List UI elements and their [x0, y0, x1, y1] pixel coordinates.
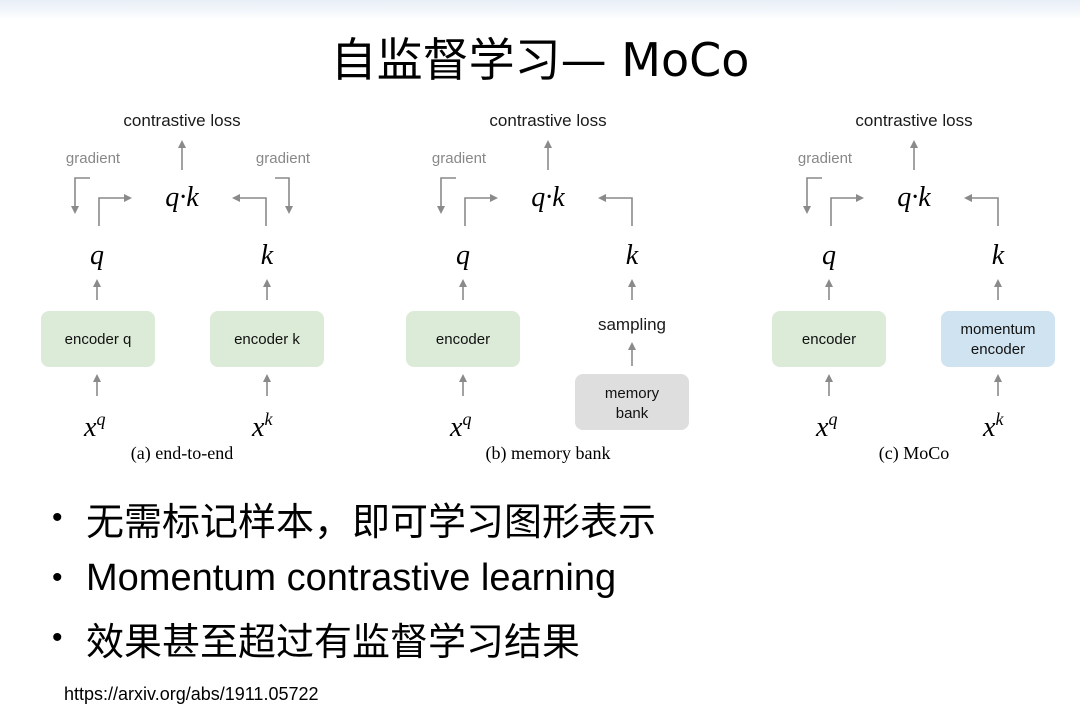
- bullet-text: 无需标记样本，即可学习图形表示: [86, 499, 657, 544]
- arrow-q-to-product: [464, 194, 498, 226]
- q-symbol: q: [822, 240, 836, 271]
- x-q-input: xq: [449, 409, 471, 443]
- bullet-item: • 效果甚至超过有监督学习结果: [52, 608, 656, 668]
- gradient-label-left: gradient: [798, 150, 853, 167]
- encoder-box: [772, 311, 886, 367]
- gradient-label-right: gradient: [256, 150, 311, 167]
- encoder-q-label: encoder q: [65, 331, 132, 348]
- k-symbol: k: [992, 240, 1005, 271]
- momentum-encoder-label-line1: momentum: [960, 321, 1035, 338]
- diagram-memory-bank: contrastive loss gradient q·k q k encode…: [406, 111, 689, 464]
- caption-end-to-end: (a) end-to-end: [131, 443, 233, 464]
- encoder-k-box: [210, 311, 324, 367]
- encoder-q-box: [41, 311, 155, 367]
- bullet-text: 效果甚至超过有监督学习结果: [86, 619, 581, 664]
- bullet-text: Momentum contrastive learning: [86, 556, 617, 599]
- arrow-k-to-product: [232, 194, 267, 226]
- q-symbol: q: [456, 240, 470, 271]
- arrow-k-to-product: [598, 194, 633, 226]
- k-symbol: k: [626, 240, 639, 271]
- gradient-arrow-left: [71, 177, 90, 214]
- encoder-label: encoder: [436, 331, 490, 348]
- qk-product: q·k: [897, 182, 931, 213]
- momentum-encoder-box: [941, 311, 1055, 367]
- bullet-item: • Momentum contrastive learning: [52, 548, 656, 608]
- x-k-input: xk: [982, 409, 1004, 443]
- encoder-label: encoder: [802, 331, 856, 348]
- gradient-label-left: gradient: [432, 150, 487, 167]
- diagram-moco: contrastive loss gradient q·k q k encode…: [772, 111, 1055, 464]
- x-k-input: xk: [251, 409, 273, 443]
- encoder-k-label: encoder k: [234, 331, 300, 348]
- bullet-item: • 无需标记样本，即可学习图形表示: [52, 488, 656, 548]
- memory-bank-label-line1: memory: [605, 385, 660, 402]
- bullet-dot-icon: •: [52, 561, 63, 594]
- encoder-box: [406, 311, 520, 367]
- gradient-arrow-left: [437, 177, 456, 214]
- q-symbol: q: [90, 240, 104, 271]
- arrow-q-to-product: [830, 194, 864, 226]
- caption-moco: (c) MoCo: [879, 443, 950, 464]
- slide-title: 自监督学习— MoCo: [330, 33, 750, 87]
- x-q-input: xq: [815, 409, 837, 443]
- top-gradient-band: [0, 0, 1080, 20]
- contrastive-loss-label: contrastive loss: [489, 111, 606, 130]
- x-q-input: xq: [83, 409, 105, 443]
- momentum-encoder-label-line2: encoder: [971, 341, 1025, 358]
- arrow-q-to-product: [98, 194, 132, 226]
- arrow-k-to-product: [964, 194, 999, 226]
- bullet-dot-icon: •: [52, 621, 63, 654]
- gradient-arrow-left: [803, 177, 822, 214]
- moco-figure: contrastive loss gradient gradient q·k q…: [41, 111, 1055, 464]
- contrastive-loss-label: contrastive loss: [123, 111, 240, 130]
- memory-bank-label-line2: bank: [616, 405, 649, 422]
- qk-product: q·k: [165, 182, 199, 213]
- qk-product: q·k: [531, 182, 565, 213]
- diagram-end-to-end: contrastive loss gradient gradient q·k q…: [41, 111, 324, 464]
- sampling-label: sampling: [598, 315, 666, 334]
- caption-memory-bank: (b) memory bank: [486, 443, 611, 464]
- contrastive-loss-label: contrastive loss: [855, 111, 972, 130]
- gradient-arrow-right: [275, 177, 293, 214]
- bullet-dot-icon: •: [52, 501, 63, 534]
- memory-bank-box: [575, 374, 689, 430]
- k-symbol: k: [261, 240, 274, 271]
- bullet-list: • 无需标记样本，即可学习图形表示 • Momentum contrastive…: [52, 488, 656, 668]
- paper-url: https://arxiv.org/abs/1911.05722: [64, 684, 319, 704]
- gradient-label-left: gradient: [66, 150, 121, 167]
